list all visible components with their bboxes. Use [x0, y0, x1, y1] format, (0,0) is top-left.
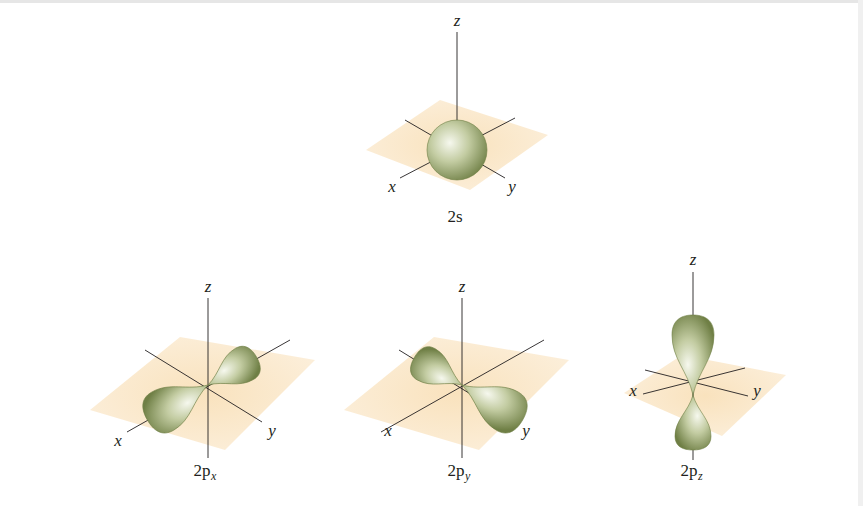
orbital-panel	[624, 272, 786, 460]
axis-label: z	[205, 278, 212, 295]
xy-plane	[344, 337, 569, 450]
axis-label: x	[384, 422, 392, 439]
xy-plane	[90, 337, 315, 450]
axis-label: z	[690, 251, 697, 268]
top-edge	[0, 0, 863, 3]
orbital-subscript: z	[698, 470, 703, 482]
axis-label: y	[508, 178, 516, 195]
p-orbital-lobe	[199, 341, 265, 400]
p-orbital-lobe	[675, 395, 711, 450]
orbital-name: 2p	[681, 462, 698, 479]
p-orbital-lobe	[672, 315, 714, 395]
axis-label: x	[388, 178, 396, 195]
coordinate-axis	[208, 298, 209, 458]
orbital-name: 2p	[194, 462, 211, 479]
orbital-panel	[344, 298, 569, 458]
orbital-name: 2p	[448, 462, 465, 479]
axis-label: y	[753, 382, 761, 399]
p-orbital-lobe	[451, 366, 534, 439]
s-orbital-sphere	[427, 120, 487, 180]
orbital-subscript: x	[211, 470, 216, 482]
orbital-panel	[366, 32, 548, 190]
axis-label: x	[114, 432, 122, 449]
orbital-name: 2s	[447, 208, 462, 225]
p-orbital-lobe	[136, 366, 219, 439]
axis-label: y	[268, 422, 276, 439]
orbital-subscript: y	[465, 470, 470, 482]
p-orbital-lobe	[405, 342, 471, 401]
axis-label: x	[629, 382, 637, 399]
right-edge	[858, 0, 863, 506]
coordinate-axis	[462, 298, 463, 458]
axis-label: y	[522, 422, 530, 439]
orbital-panel	[90, 298, 315, 458]
axis-label: z	[459, 278, 466, 295]
axis-label: z	[454, 12, 461, 29]
